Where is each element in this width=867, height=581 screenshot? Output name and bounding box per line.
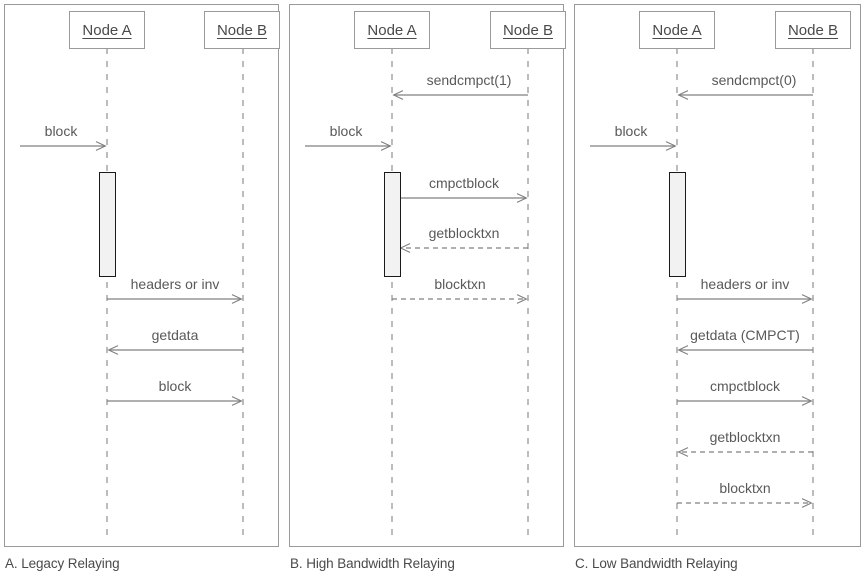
caption-panel-a: A. Legacy Relaying xyxy=(5,556,120,571)
activation-bar-node-a-panel-c xyxy=(669,172,686,277)
message-label-getblocktxn-b: getblocktxn xyxy=(428,225,500,241)
message-label-headers-or-inv-c: headers or inv xyxy=(700,276,790,292)
messages-panel-a xyxy=(20,141,243,406)
participant-box-node-a-panel-c[interactable]: Node A xyxy=(639,11,715,49)
participant-box-node-b-panel-c[interactable]: Node B xyxy=(775,11,851,49)
message-label-block-in-a: block xyxy=(44,123,78,139)
activation-bar-node-a-panel-a xyxy=(99,172,116,277)
message-label-getdata-cmpct-c: getdata (CMPCT) xyxy=(690,327,800,343)
message-label-sendcmpct1-b: sendcmpct(1) xyxy=(426,72,512,88)
lifelines-panel-c xyxy=(676,48,814,536)
message-label-getblocktxn-c: getblocktxn xyxy=(709,429,781,445)
message-label-headers-or-inv-a: headers or inv xyxy=(130,276,220,292)
participant-label: Node B xyxy=(502,21,554,39)
message-label-blocktxn-c: blocktxn xyxy=(719,480,771,496)
message-label-sendcmpct0-c: sendcmpct(0) xyxy=(711,72,797,88)
participant-box-node-b-panel-a[interactable]: Node B xyxy=(204,11,280,49)
participant-label: Node B xyxy=(216,21,268,39)
participant-box-node-a-panel-b[interactable]: Node A xyxy=(354,11,430,49)
participant-box-node-a-panel-a[interactable]: Node A xyxy=(69,11,145,49)
message-label-cmpctblock-b: cmpctblock xyxy=(428,175,500,191)
lifelines-panel-b xyxy=(391,48,529,536)
message-label-cmpctblock-c: cmpctblock xyxy=(709,378,781,394)
message-label-getdata-a: getdata xyxy=(151,327,199,343)
participant-label: Node A xyxy=(367,21,417,39)
lifelines-panel-a xyxy=(106,48,244,536)
message-label-blocktxn-b: blocktxn xyxy=(434,276,486,292)
participant-label: Node A xyxy=(82,21,132,39)
caption-panel-b: B. High Bandwidth Relaying xyxy=(290,556,455,571)
message-label-block-in-c: block xyxy=(614,123,648,139)
participant-label: Node B xyxy=(787,21,839,39)
messages-panel-c xyxy=(590,90,813,508)
participant-label: Node A xyxy=(652,21,702,39)
panel-legacy-relaying xyxy=(4,4,279,547)
message-label-block-in-b: block xyxy=(329,123,363,139)
message-label-block-a: block xyxy=(158,378,192,394)
messages-panel-b xyxy=(305,90,528,304)
participant-box-node-b-panel-b[interactable]: Node B xyxy=(490,11,566,49)
caption-panel-c: C. Low Bandwidth Relaying xyxy=(575,556,738,571)
activation-bar-node-a-panel-b xyxy=(384,172,401,277)
